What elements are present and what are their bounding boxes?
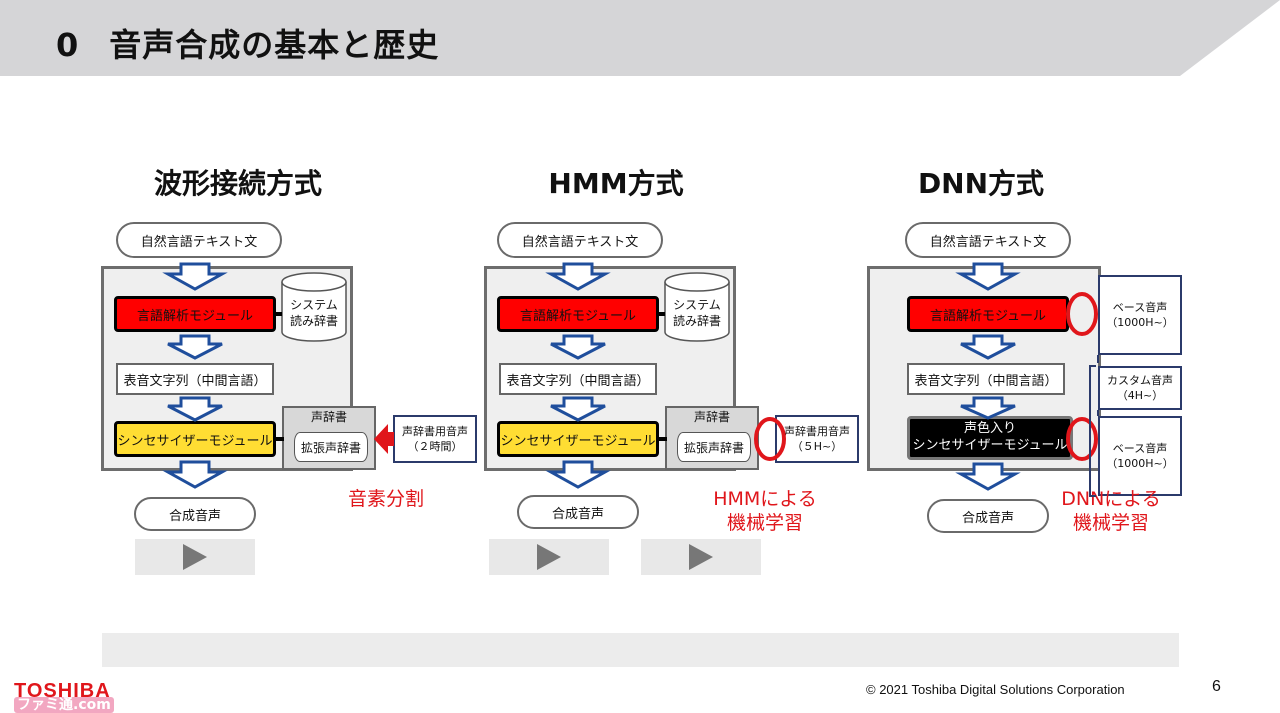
system-dictionary-label: システム 読み辞書: [282, 298, 346, 329]
extended-voice-dictionary: 拡張声辞書: [294, 432, 368, 462]
slide-title: 0 音声合成の基本と歴史: [56, 20, 439, 66]
base-voice-label: ベース音声: [1112, 300, 1168, 314]
copyright: © 2021 Toshiba Digital Solutions Corpora…: [866, 682, 1125, 697]
voice-dictionary-stack: 声辞書 拡張声辞書: [665, 406, 759, 470]
base-voice-label: ベース音声: [1112, 441, 1168, 455]
dnn-learning-note-line2: 機械学習: [1072, 511, 1149, 534]
input-text-pill: 自然言語テキスト文: [497, 222, 663, 258]
language-analysis-module: 言語解析モジュール: [907, 296, 1069, 332]
dnn-learning-note-line1: DNNによる: [1061, 488, 1161, 510]
header-band: [0, 0, 1280, 76]
language-analysis-module: 言語解析モジュール: [114, 296, 276, 332]
method-title-hmm: HMM方式: [548, 167, 684, 200]
hmm-learning-note-line2: 機械学習: [726, 511, 803, 534]
bottom-band: [102, 633, 1179, 667]
intermediate-language-box: 表音文字列（中間言語）: [499, 363, 657, 395]
base-voice-duration: （1000H~）: [1106, 316, 1174, 329]
voice-color-synthesizer-module: 声色入り シンセサイザーモジュール: [907, 416, 1073, 460]
method-title-waveform: 波形接続方式: [153, 167, 322, 200]
system-dictionary-label: システム 読み辞書: [665, 298, 729, 329]
method-title-dnn: DNN方式: [917, 167, 1045, 200]
intermediate-language-box: 表音文字列（中間言語）: [116, 363, 274, 395]
system-dictionary-line2: 読み辞書: [672, 313, 721, 328]
custom-voice-duration: （4H~）: [1116, 389, 1164, 402]
voice-dictionary-label: 声辞書: [693, 410, 730, 424]
voice-recording-box: 声辞書用音声 （５H~）: [775, 415, 859, 463]
hmm-learning-note-line1: HMMによる: [713, 488, 817, 510]
synthesized-voice-pill: 合成音声: [134, 497, 256, 531]
play-button-hmm-2[interactable]: [641, 539, 761, 575]
language-analysis-module: 言語解析モジュール: [497, 296, 659, 332]
voice-recording-duration: （２時間）: [407, 440, 463, 453]
play-icon: [183, 544, 207, 570]
voice-recording-box: 声辞書用音声 （２時間）: [393, 415, 477, 463]
voice-recording-label: 声辞書用音声: [784, 424, 850, 438]
synthesizer-module: シンセサイザーモジュール: [497, 421, 659, 457]
red-arrow-icon: [374, 424, 394, 454]
phoneme-segmentation-note: 音素分割: [347, 488, 424, 510]
synthesizer-module: シンセサイザーモジュール: [114, 421, 276, 457]
dnn-learning-note: DNNによる 機械学習: [1053, 488, 1169, 536]
page-number: 6: [1212, 678, 1221, 695]
base-voice-duration: （1000H~）: [1106, 457, 1174, 470]
play-button-hmm-1[interactable]: [489, 539, 609, 575]
base-voice-box-2: ベース音声 （1000H~）: [1098, 416, 1182, 496]
synthesized-voice-pill: 合成音声: [927, 499, 1049, 533]
extended-voice-dictionary: 拡張声辞書: [677, 432, 751, 462]
custom-voice-label: カスタム音声: [1107, 373, 1173, 387]
slide-number: 0: [56, 26, 80, 64]
slide-title-text: 音声合成の基本と歴史: [109, 26, 440, 64]
base-voice-box-1: ベース音声 （1000H~）: [1098, 275, 1182, 355]
input-text-pill: 自然言語テキスト文: [905, 222, 1071, 258]
synthesized-voice-pill: 合成音声: [517, 495, 639, 529]
system-dictionary-line2: 読み辞書: [289, 313, 338, 328]
voice-dictionary-label: 声辞書: [310, 410, 347, 424]
play-button-waveform[interactable]: [135, 539, 255, 575]
play-icon: [537, 544, 561, 570]
toshiba-logo: TOSHIBA: [14, 680, 111, 702]
intermediate-language-box: 表音文字列（中間言語）: [907, 363, 1065, 395]
watermark: ファミ通.com: [14, 697, 114, 713]
play-icon: [689, 544, 713, 570]
system-dictionary-line1: システム: [673, 298, 721, 312]
voice-recording-duration: （５H~）: [791, 440, 843, 453]
voice-recording-label: 声辞書用音声: [402, 424, 468, 438]
hmm-learning-note: HMMによる 機械学習: [705, 488, 825, 536]
system-dictionary-line1: システム: [290, 298, 338, 312]
custom-voice-box: カスタム音声 （4H~）: [1098, 366, 1182, 410]
voice-dictionary-stack: 声辞書 拡張声辞書: [282, 406, 376, 470]
voice-color-synth-line2: シンセサイザーモジュール: [912, 438, 1068, 453]
voice-color-synth-line1: 声色入り: [963, 421, 1016, 437]
input-text-pill: 自然言語テキスト文: [116, 222, 282, 258]
